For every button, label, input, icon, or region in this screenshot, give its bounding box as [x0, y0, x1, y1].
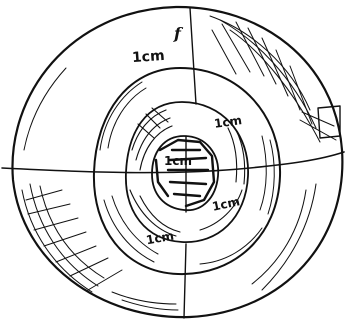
vertical-divider-bottom: [184, 244, 186, 318]
vertical-divider-top: [190, 8, 196, 104]
label-inner-right: 1cm: [213, 114, 242, 130]
label-outer-top: 1cm: [132, 49, 166, 65]
label-center: 1cm: [164, 155, 192, 167]
label-f: f: [174, 26, 181, 42]
